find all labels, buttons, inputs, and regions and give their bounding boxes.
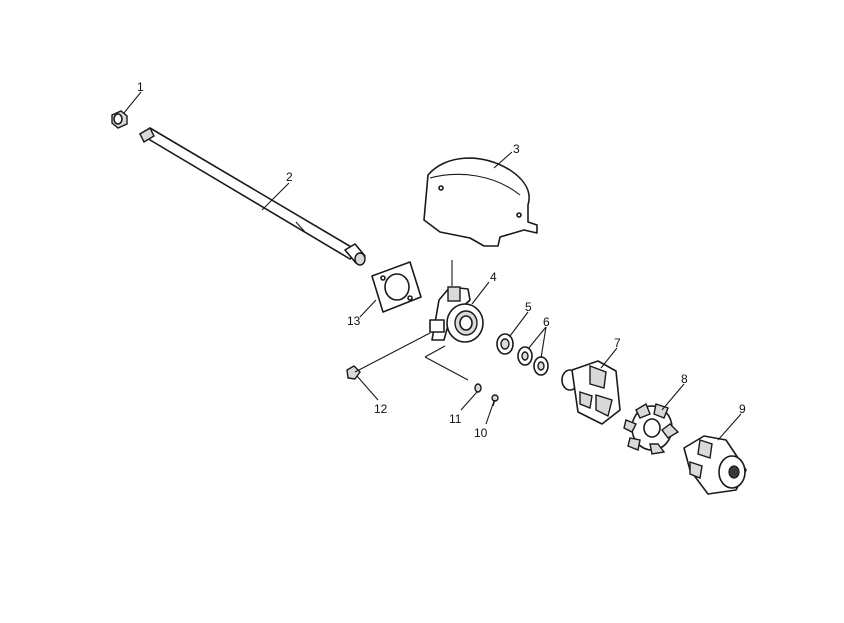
callout-leaders <box>123 91 742 441</box>
part-4-bearing-housing <box>429 260 484 343</box>
part-9-coupling-hub <box>683 435 747 495</box>
callout-8: 8 <box>681 372 688 386</box>
part-6-washers <box>517 346 549 376</box>
part-8-spider-insert <box>623 402 680 455</box>
assembly-guide-lines <box>424 345 469 381</box>
callout-7: 7 <box>614 336 621 350</box>
callout-labels: 1 2 3 4 5 6 7 8 9 10 11 12 13 <box>137 80 746 440</box>
part-3-cover-plate <box>423 157 538 247</box>
callout-5: 5 <box>525 300 532 314</box>
callout-11: 11 <box>449 412 462 426</box>
callout-4: 4 <box>490 270 497 284</box>
callout-13: 13 <box>347 314 361 328</box>
callout-1: 1 <box>137 80 144 94</box>
part-13-gasket <box>371 261 422 313</box>
callout-10: 10 <box>474 426 488 440</box>
part-12-bolt <box>346 332 431 380</box>
part-5-washer <box>496 333 514 355</box>
callout-3: 3 <box>513 142 520 156</box>
part-7-coupling-hub <box>561 360 621 425</box>
callout-9: 9 <box>739 402 746 416</box>
callout-2: 2 <box>286 170 293 184</box>
part-11-set-screw <box>474 383 482 393</box>
callout-12: 12 <box>374 402 388 416</box>
part-10-screw <box>491 394 499 407</box>
callout-6: 6 <box>543 315 550 329</box>
part-1-cap-nut <box>111 110 128 129</box>
part-2-shaft <box>139 127 366 266</box>
